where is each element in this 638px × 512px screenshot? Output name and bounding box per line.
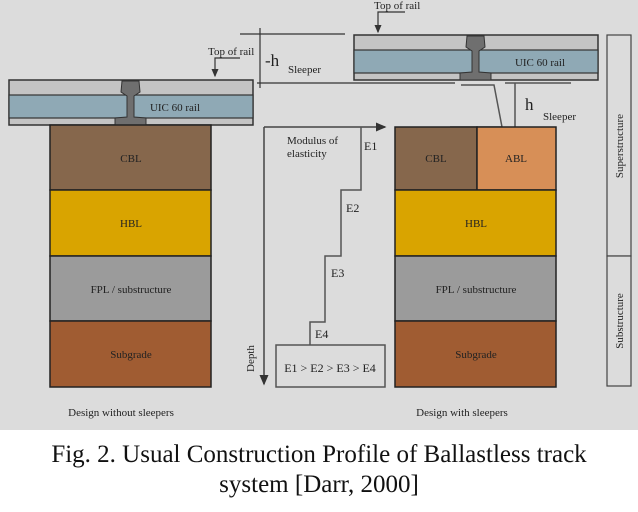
top-of-rail-label: Top of rail [208,46,254,58]
layer-cbl [394,126,478,191]
substructure-bar [606,255,632,387]
hbl-label: HBL [465,218,487,230]
h-sleeper-label: Sleeper [543,111,576,123]
layer-hbl [394,189,557,257]
layer-abl [476,126,557,191]
layer-fpl [394,255,557,322]
layer-cbl [49,124,212,191]
top-of-rail-arrow [211,57,240,78]
figure-caption-line2: system [Darr, 2000] [219,471,419,498]
modulus-step-line [309,127,362,345]
e3-label: E3 [331,266,344,280]
figure-caption-line1: Fig. 2. Usual Construction Profile of Ba… [51,441,587,468]
modulus-depth-graph: Modulus of elasticity Depth E1 E2 E3 E4 … [245,122,387,388]
relation-label: E1 > E2 > E3 > E4 [284,361,376,375]
rail-profile-icon [459,35,492,81]
layer-subgrade [49,320,212,388]
fpl-label: FPL / substructure [91,284,172,296]
rail-label: UIC 60 rail [515,57,565,69]
neg-h-sleeper-label: Sleeper [288,64,321,76]
left-design: Top of rail UIC 60 rail CBL HBL FPL / su… [8,46,254,419]
e4-label: E4 [315,327,328,341]
construction-profile-diagram: Top of rail UIC 60 rail CBL HBL FPL / su… [0,0,638,430]
fpl-label: FPL / substructure [436,284,517,296]
cbl-label: CBL [120,153,142,165]
cbl-label: CBL [425,153,447,165]
modulus-title-line2: elasticity [287,148,327,160]
side-labels: Superstructure Substructure [606,34,632,387]
subgrade-label: Subgrade [110,349,152,361]
right-design: Top of rail UIC 60 rail h Sleeper CBL AB… [353,0,599,419]
layer-hbl [49,189,212,257]
neg-h-dimension: -h Sleeper [240,28,455,88]
depth-axis-label: Depth [245,345,257,372]
top-of-rail-arrow [374,11,405,34]
superstructure-label: Superstructure [614,114,626,178]
neg-h-label: -h [265,51,280,70]
layer-fpl [49,255,212,322]
relation-box [275,344,386,388]
rail-label: UIC 60 rail [150,102,200,114]
h-label: h [525,95,534,114]
substructure-label: Substructure [614,293,626,349]
subgrade-label: Subgrade [455,349,497,361]
right-design-caption: Design with sleepers [416,407,508,419]
e1-label: E1 [364,139,377,153]
hbl-label: HBL [120,218,142,230]
layer-subgrade [394,320,557,388]
left-design-caption: Design without sleepers [68,407,174,419]
e2-label: E2 [346,201,359,215]
figure-caption: Fig. 2. Usual Construction Profile of Ba… [0,440,638,500]
abl-label: ABL [505,153,527,165]
top-of-rail-label: Top of rail [374,0,420,12]
superstructure-bar [606,34,632,257]
modulus-title-line1: Modulus of [287,135,338,147]
